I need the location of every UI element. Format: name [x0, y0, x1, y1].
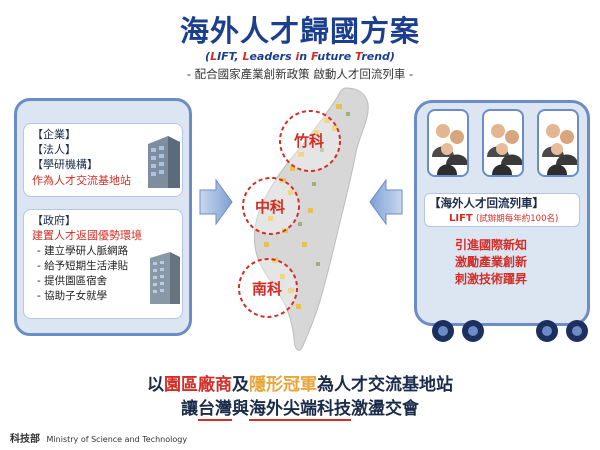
people-icon	[487, 124, 522, 175]
academic-label: 【學研機構】	[32, 158, 98, 171]
train-window	[537, 109, 579, 177]
tagline-one: 以園區廠商及隱形冠軍為人才交流基地站	[147, 375, 453, 395]
goal-item: 激勵產業創新	[455, 255, 528, 269]
train-window	[427, 109, 469, 177]
goal-item: 引進國際新知	[455, 238, 528, 252]
train-window	[482, 109, 524, 177]
list-item: - 建立學研人脈網路	[37, 245, 129, 257]
environment-label: 建置人才返國優勢環境	[32, 229, 142, 242]
southern-park-circle	[238, 258, 298, 318]
government-label: 【政府】	[32, 214, 76, 227]
page-title: 海外人才歸國方案	[179, 14, 420, 48]
footer: 科技部 Ministry of Science and Technology	[10, 430, 187, 445]
train-title: 【海外人才回流列車】	[429, 196, 544, 210]
hsinchu-park-circle	[279, 110, 341, 172]
english-subtitle: (LIFT, Leaders in Future Trend)	[205, 50, 395, 63]
chinese-subtitle: - 配合國家產業創新政策 啟動人才回流列車 -	[186, 67, 414, 81]
train-title-box: 【海外人才回流列車】 LIFT (試辦期每年約100名)	[424, 193, 580, 227]
exchange-base-label: 作為人才交流基地站	[32, 174, 131, 187]
office-building-icon	[148, 136, 180, 188]
left-panel: 【企業】 【法人】 【學研機構】 作為人才交流基地站 【政府】 建置人才返國優勢…	[14, 98, 192, 336]
train-wheel	[432, 320, 454, 342]
train-wheel	[566, 320, 588, 342]
talent-train-panel: 【海外人才回流列車】 LIFT (試辦期每年約100名) 引進國際新知 激勵產業…	[414, 100, 590, 326]
list-item: - 協助子女就學	[37, 290, 108, 302]
ministry-logo: 科技部	[10, 434, 40, 445]
left-arrow-icon	[369, 178, 403, 226]
goal-item: 刺激技術躍昇	[455, 272, 528, 286]
hsinchu-park-label: 竹科	[294, 132, 325, 150]
southern-park-label: 南科	[252, 280, 283, 298]
government-box: 【政府】 建置人才返國優勢環境 - 建立學研人脈網路 - 給予短期生活津貼 - …	[23, 209, 183, 319]
ministry-name: Ministry of Science and Technology	[46, 435, 188, 444]
tagline-two: 讓台灣與海外尖端科技激盪交會	[181, 399, 419, 421]
train-wheel	[462, 320, 484, 342]
government-building-icon	[150, 252, 180, 304]
legal-entity-label: 【法人】	[32, 143, 76, 156]
institutions-box: 【企業】 【法人】 【學研機構】 作為人才交流基地站	[23, 123, 183, 197]
right-arrow-icon	[199, 178, 233, 226]
central-park-label: 中科	[255, 198, 286, 216]
train-wheel	[536, 320, 558, 342]
list-item: - 提供園區宿舍	[37, 275, 108, 287]
list-item: - 給予短期生活津貼	[37, 260, 129, 272]
people-icon	[542, 124, 577, 175]
enterprise-label: 【企業】	[32, 128, 76, 141]
lift-line: LIFT (試辦期每年約100名)	[449, 213, 559, 224]
central-park-circle	[242, 177, 300, 235]
people-icon	[432, 124, 467, 175]
